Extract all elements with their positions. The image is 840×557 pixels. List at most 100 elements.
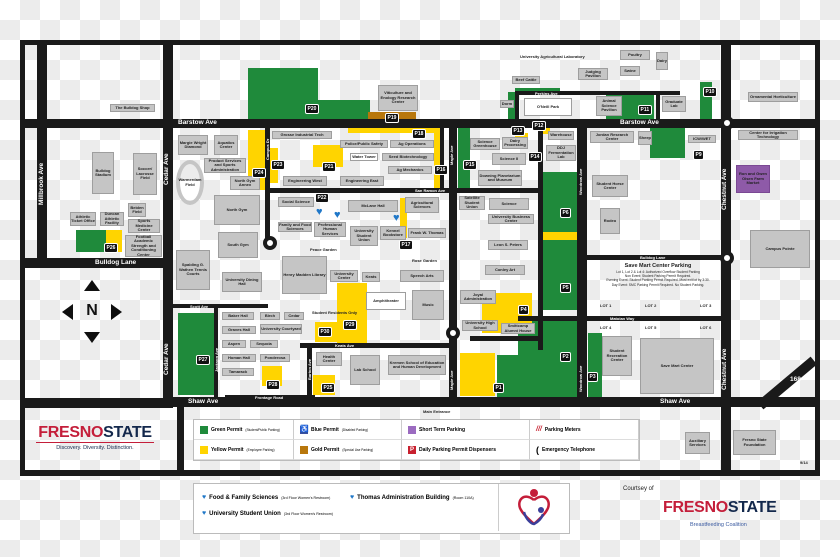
building[interactable]: Ponderosa: [260, 354, 290, 362]
road[interactable]: [300, 343, 453, 348]
parking-lot-label[interactable]: P30: [318, 327, 332, 337]
parking-lot-label[interactable]: P19: [385, 113, 399, 123]
road[interactable]: [20, 119, 820, 128]
parking-lot-label[interactable]: P12: [532, 121, 546, 131]
building[interactable]: Sports Medicine Center: [128, 219, 160, 233]
parking-lot-label[interactable]: P2: [560, 352, 572, 362]
parking-lot-label[interactable]: P25: [321, 383, 335, 393]
building[interactable]: Fresno State Foundation: [733, 430, 776, 455]
building[interactable]: Ron and Gwen Olsen Farm Market: [736, 165, 770, 193]
parking-lot-label[interactable]: P18: [412, 129, 426, 139]
building[interactable]: Science II: [492, 153, 526, 165]
lactation-room-heart-icon[interactable]: ♥: [334, 209, 341, 221]
building[interactable]: McLane Hall: [348, 200, 398, 212]
building[interactable]: Homan Hall: [222, 354, 256, 362]
road[interactable]: [515, 91, 519, 121]
parking-lot-label[interactable]: P3: [587, 372, 599, 382]
building[interactable]: Health Center: [316, 352, 342, 366]
building[interactable]: Conley Art: [485, 265, 525, 275]
building[interactable]: University Courtyard: [260, 324, 302, 334]
building[interactable]: Beiden Field: [128, 203, 146, 217]
lactation-room-heart-icon[interactable]: ♥: [393, 212, 400, 224]
building[interactable]: Speech Arts: [400, 270, 444, 282]
parking-lot-label[interactable]: P22: [315, 193, 329, 203]
building[interactable]: Warehouse: [548, 131, 574, 140]
building[interactable]: Cedar: [284, 312, 304, 320]
parking-lot-label[interactable]: P20: [305, 104, 319, 114]
lactation-room-heart-icon[interactable]: ♥: [316, 206, 323, 218]
building[interactable]: Margie Wright Diamond: [178, 135, 208, 155]
parking-lot-label[interactable]: P21: [322, 162, 336, 172]
building[interactable]: Joyal Administration: [460, 290, 496, 304]
building[interactable]: Frank W. Thomas: [408, 228, 446, 238]
parking-lot-label[interactable]: P1: [493, 383, 505, 393]
building[interactable]: O'Neill Park: [524, 98, 572, 116]
building[interactable]: South Gym: [218, 232, 258, 258]
building[interactable]: Viticulture and Enology Research Center: [378, 85, 418, 111]
road[interactable]: [20, 258, 173, 268]
parking-lot-label[interactable]: P6: [560, 208, 572, 218]
road[interactable]: [515, 91, 680, 95]
road[interactable]: [214, 308, 218, 398]
road[interactable]: [173, 397, 820, 407]
building[interactable]: Amphitheater: [366, 292, 406, 310]
building[interactable]: Professional Human Services: [314, 222, 346, 237]
road[interactable]: [518, 316, 727, 321]
road[interactable]: [20, 398, 173, 408]
road[interactable]: [37, 40, 47, 262]
building[interactable]: Graduate Lab: [662, 96, 686, 112]
building[interactable]: ICW/WET: [688, 135, 716, 143]
building[interactable]: Music: [412, 290, 444, 320]
building[interactable]: University Dining Hall: [222, 272, 262, 292]
building[interactable]: Dorm: [500, 100, 514, 108]
roundabout[interactable]: [720, 116, 734, 130]
parking-lot-label[interactable]: P23: [271, 160, 285, 170]
road[interactable]: [440, 128, 444, 190]
road[interactable]: [577, 128, 587, 398]
building[interactable]: Smittcamp Alumni House: [501, 323, 535, 334]
building[interactable]: Soccer/ Lacrosse Field: [133, 153, 157, 195]
road[interactable]: [225, 395, 315, 399]
building[interactable]: Animal Science Pavilion: [596, 96, 622, 116]
building[interactable]: Duncan Athletic Facility: [100, 212, 124, 226]
building[interactable]: Jordan Research Center: [590, 131, 634, 143]
road[interactable]: [449, 128, 457, 398]
building[interactable]: Judging Pavilion: [578, 68, 608, 80]
building[interactable]: Center for Irrigation Technology: [738, 130, 798, 140]
building[interactable]: Police/Public Safety: [340, 140, 388, 148]
parking-lot-label[interactable]: P27: [196, 355, 210, 365]
building[interactable]: Bulldog Stadium: [92, 152, 114, 194]
building[interactable]: University Business Center: [488, 214, 534, 224]
roundabout[interactable]: [263, 236, 277, 250]
building[interactable]: Leon S. Peters: [488, 240, 528, 250]
parking-lot-label[interactable]: P13: [511, 126, 525, 136]
building[interactable]: Aspen: [222, 340, 246, 348]
building[interactable]: Kennel Bookstore: [380, 226, 406, 240]
road[interactable]: [20, 470, 820, 476]
building[interactable]: Save Mart Center: [640, 338, 714, 394]
parking-lot-label[interactable]: P10: [703, 87, 717, 97]
parking-lot-label[interactable]: P16: [434, 165, 448, 175]
parking-lot-label[interactable]: P14: [528, 152, 542, 162]
road[interactable]: [585, 255, 727, 260]
parking-lot-label[interactable]: P29: [343, 320, 357, 330]
building[interactable]: University High School: [462, 320, 498, 331]
building[interactable]: North Gym Annex: [230, 176, 260, 190]
building[interactable]: Swine: [620, 66, 640, 76]
building[interactable]: Sequoia: [250, 340, 278, 348]
building[interactable]: Henry Madden Library: [282, 256, 327, 294]
parking-lot-label[interactable]: P9: [693, 150, 705, 160]
road[interactable]: [265, 188, 540, 193]
building[interactable]: Water Tower: [350, 153, 378, 161]
building[interactable]: Spalding G. Wathen Tennis Courts: [176, 250, 210, 290]
building[interactable]: Engineering East: [340, 176, 384, 186]
building[interactable]: Social Science: [278, 197, 314, 207]
building[interactable]: Dairy: [656, 52, 668, 70]
building[interactable]: Baker Hall: [222, 312, 254, 320]
building[interactable]: Seed Biotechnology: [382, 153, 434, 161]
building[interactable]: Dairy Processing: [502, 137, 528, 149]
building[interactable]: Lab School: [350, 355, 380, 385]
building[interactable]: DDJ Fermentation Lab: [546, 145, 576, 161]
building[interactable]: Rodeo: [600, 208, 620, 234]
road[interactable]: [163, 40, 173, 407]
